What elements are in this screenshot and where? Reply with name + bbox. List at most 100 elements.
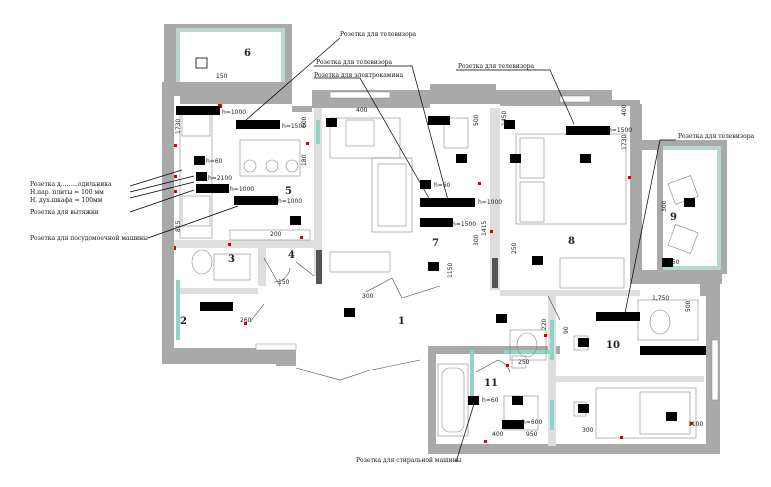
dimensions: 150 h=1000 h=1500 1730 600 180 h=60 h=21… xyxy=(175,73,703,438)
callout-label: Н.пар. плиты = 100 мм xyxy=(30,189,104,196)
socket-group xyxy=(596,312,640,321)
socket-group xyxy=(196,172,207,181)
balcony-6 xyxy=(164,24,292,82)
balcony-9 xyxy=(657,140,727,274)
dimension: 1100 xyxy=(688,421,703,428)
socket-group xyxy=(578,338,589,347)
room-number: 5 xyxy=(285,186,292,197)
socket-group xyxy=(234,196,278,205)
red-marks xyxy=(174,104,693,443)
dimension: 1730 xyxy=(621,135,628,150)
socket-group xyxy=(640,346,706,355)
dimension: 1150 xyxy=(447,263,454,278)
socket-group xyxy=(200,302,233,311)
callout-label: Розетка для телевизора xyxy=(678,133,755,140)
socket-group xyxy=(236,120,280,129)
dimension: h=60 xyxy=(482,397,499,404)
dimension: h=1000 xyxy=(230,186,254,193)
room-number: 11 xyxy=(484,378,498,389)
dimension: h=1000 xyxy=(222,109,246,116)
socket-group xyxy=(510,154,521,163)
room-number: 1 xyxy=(398,316,405,327)
dimension: h=1500 xyxy=(452,221,476,228)
dimension: 750 xyxy=(668,259,680,266)
dimension: 150 xyxy=(216,73,228,80)
socket-group xyxy=(512,396,523,405)
socket-group xyxy=(578,404,589,413)
callout-label: Розетка для телевизора xyxy=(316,59,393,66)
dimension: h=1000 xyxy=(478,199,502,206)
room-number: 2 xyxy=(180,316,187,327)
socket-group xyxy=(684,198,695,207)
callout-label: Розетка д.........одильника xyxy=(30,181,112,188)
socket-group xyxy=(502,420,524,429)
socket-group xyxy=(580,154,591,163)
socket-group xyxy=(456,154,467,163)
socket-group xyxy=(496,314,507,323)
dimension: 1450 xyxy=(501,111,508,126)
dimension: 300 xyxy=(661,200,668,212)
interior-walls xyxy=(174,108,704,446)
callout-label: Розетка для посудомоечной машины xyxy=(30,235,148,242)
dimension: h=60 xyxy=(434,182,451,189)
dimension: h=1500 xyxy=(608,127,632,134)
socket-group xyxy=(290,216,301,225)
dimension: 300 xyxy=(473,234,480,246)
dimension: 500 xyxy=(685,300,692,312)
dimension: 180 xyxy=(301,154,308,166)
room-number: 9 xyxy=(670,212,677,223)
socket-group xyxy=(666,412,677,421)
socket-group xyxy=(326,118,337,127)
leader-lines xyxy=(129,37,676,463)
socket-group xyxy=(420,218,453,227)
dimension: 600 xyxy=(301,116,308,128)
dimension: 400 xyxy=(356,107,368,114)
dimension: 300 xyxy=(582,427,594,434)
room-number: 10 xyxy=(606,340,620,351)
room-numbers: 1 2 3 4 5 6 7 8 9 10 11 xyxy=(180,48,677,389)
dimension: 200 xyxy=(270,231,282,238)
socket-group xyxy=(468,396,479,405)
room-number: 4 xyxy=(288,250,295,261)
socket-group xyxy=(566,126,610,135)
room-number: 7 xyxy=(432,238,439,249)
callout-label: Розетка для стиральной машины xyxy=(356,457,462,464)
windows xyxy=(174,91,719,401)
dimension: 150 xyxy=(278,279,290,286)
socket-group xyxy=(420,180,431,189)
callout-label: Розетка для вытяжки xyxy=(30,209,99,216)
dimension: h=600 xyxy=(522,419,542,426)
dimension: 1730 xyxy=(175,119,182,134)
socket-group xyxy=(176,106,220,115)
room-number: 8 xyxy=(568,236,575,247)
socket-group xyxy=(196,184,229,193)
callout-label: Розетка для телевизора xyxy=(458,63,535,70)
dimension: 90 xyxy=(563,326,570,334)
outer-walls xyxy=(162,82,722,454)
dimension: h=2100 xyxy=(208,175,232,182)
dimension: 815 xyxy=(175,220,182,232)
dimension: 1415 xyxy=(481,221,488,236)
dimension: h=1500 xyxy=(282,123,306,130)
callout-label: Н. дух.шкафа = 100мм xyxy=(30,197,103,204)
dimension: 220 xyxy=(541,318,548,330)
dimension: 250 xyxy=(511,242,518,254)
dimension: h=1000 xyxy=(278,198,302,205)
dimension: 300 xyxy=(362,293,374,300)
dimension: 1,750 xyxy=(652,295,669,302)
dimension: 400 xyxy=(621,104,628,116)
callout-label: Розетка для электрокамина xyxy=(314,72,403,79)
dimension: 250 xyxy=(518,359,530,366)
dimension: h=60 xyxy=(206,158,223,165)
dimension: 400 xyxy=(492,431,504,438)
dimension: 260 xyxy=(240,317,252,324)
room-number: 3 xyxy=(228,254,235,265)
socket-group xyxy=(428,116,450,125)
socket-group xyxy=(532,256,543,265)
dimension: 950 xyxy=(526,431,538,438)
room-number: 6 xyxy=(244,48,251,59)
furniture xyxy=(179,107,699,439)
dimension: 500 xyxy=(473,114,480,126)
socket-group xyxy=(194,156,205,165)
